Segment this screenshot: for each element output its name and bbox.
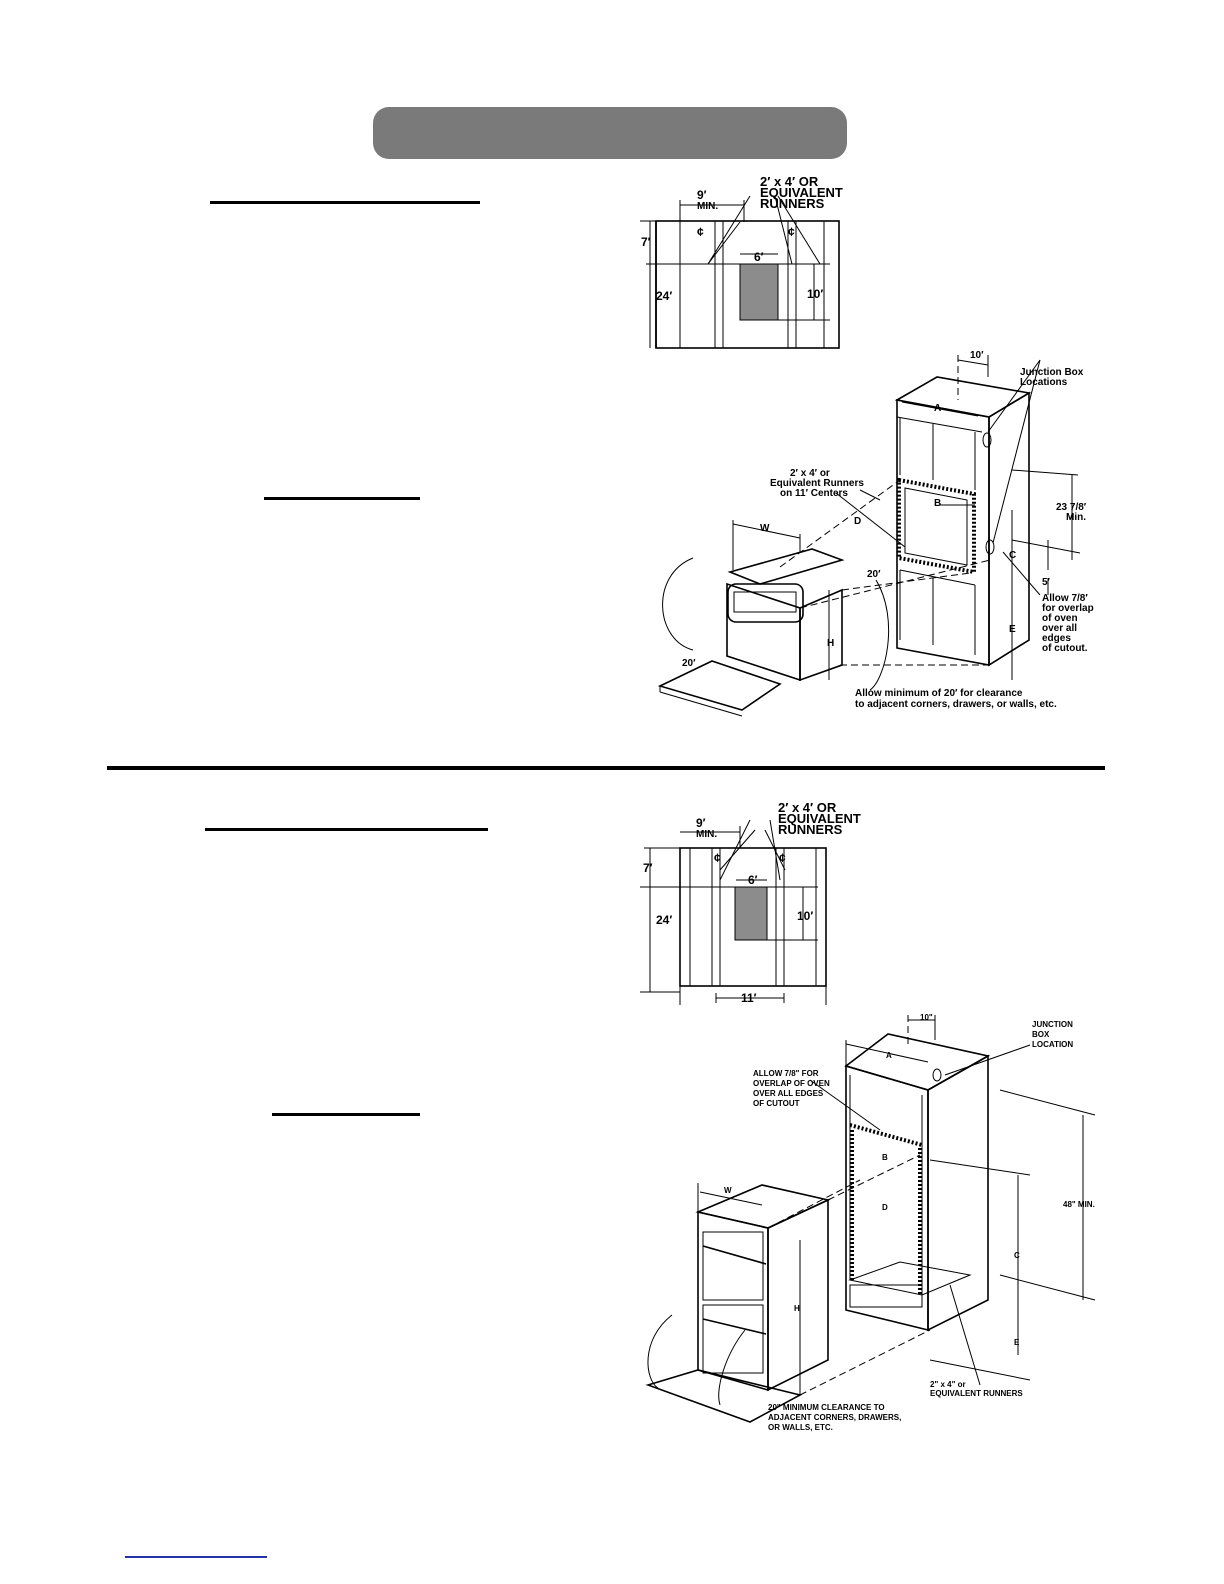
min-23-sub-label: Min. <box>1066 512 1086 523</box>
dim-w-label: W <box>760 523 770 534</box>
cutout-area <box>739 263 779 321</box>
heading-underline-1 <box>210 201 480 204</box>
bottom-dim-h-label: H <box>794 1304 800 1313</box>
overlap-label-line2: for overlap <box>1042 603 1094 614</box>
bottom-iso-view <box>645 1015 1096 1423</box>
runners-label-line1: 2′ x 4′ OR <box>760 174 819 189</box>
bottom-dim-10-label: 10′ <box>797 909 813 923</box>
junction-label-line2: Locations <box>1020 377 1068 388</box>
section-title-banner <box>373 107 847 159</box>
bottom-dim-7-label: 7′ <box>643 861 653 875</box>
min-23-label: 23 7/8′ <box>1056 502 1087 513</box>
centerline-left-label: ¢ <box>697 225 704 239</box>
iso-dim-10-label: 10′ <box>970 350 984 361</box>
bottom-dim-a-label: A <box>886 1051 892 1060</box>
dim-h-label: H <box>827 638 834 649</box>
dim-b-label: B <box>934 498 941 509</box>
bottom-junction-label-line2: BOX <box>1032 1030 1050 1039</box>
heading-underline-3 <box>205 828 488 831</box>
bottom-overlap-label-line1: ALLOW 7/8" FOR <box>753 1069 819 1078</box>
bottom-clearance-label-line2: ADJACENT CORNERS, DRAWERS, <box>768 1413 901 1422</box>
bottom-clearance-label-line1: 20" MINIMUM CLEARANCE TO <box>768 1403 885 1412</box>
overlap-label-line4: over all <box>1042 623 1077 634</box>
overlap-label-line1: Allow 7/8′ <box>1042 593 1088 604</box>
centerline-right-label: ¢ <box>788 225 795 239</box>
bottom-dim-11-label: 11′ <box>741 991 757 1005</box>
bottom-clearance-label-line3: OR WALLS, ETC. <box>768 1423 833 1432</box>
dim-d-label: D <box>854 516 861 527</box>
dim-20-upper-label: 20′ <box>867 569 881 580</box>
overlap-label-line3: of oven <box>1042 613 1078 624</box>
bottom-dim-e-label: E <box>1014 1338 1020 1347</box>
top-plan-view <box>640 195 840 349</box>
bottom-cutout-area <box>734 886 768 941</box>
section-divider <box>107 766 1105 770</box>
bottom-min-9-label: 9′ <box>696 816 706 830</box>
dim-c-label: C <box>1009 550 1016 561</box>
bottom-runners-label-line2: EQUIVALENT <box>778 811 861 826</box>
bottom-iso-dim-10-label: 10" <box>920 1013 933 1022</box>
min-label: MIN. <box>697 201 718 212</box>
bottom-runners-label-line1: 2′ x 4′ OR <box>778 800 837 815</box>
iso-runners-label-line1: 2′ x 4′ or <box>790 468 830 479</box>
bottom-dim-w-label: W <box>724 1186 732 1195</box>
bottom-runners-label-line3: RUNNERS <box>778 822 843 837</box>
dim-24-label: 24′ <box>656 289 672 303</box>
overlap-label-line6: of cutout. <box>1042 643 1088 654</box>
dim-a-label: A <box>934 403 941 414</box>
bottom-min-48-label: 48" MIN. <box>1063 1200 1095 1209</box>
bottom-centerline-right-label: ¢ <box>779 851 786 865</box>
heading-underline-2 <box>264 497 420 500</box>
bottom-overlap-label-line4: OF CUTOUT <box>753 1099 800 1108</box>
min-9-label: 9′ <box>697 188 707 202</box>
bottom-junction-label-line3: LOCATION <box>1032 1040 1073 1049</box>
bottom-dim-b-label: B <box>882 1153 888 1162</box>
runners-label-line3: RUNNERS <box>760 196 825 211</box>
iso-runners-label-line3: on 11′ Centers <box>780 488 848 499</box>
junction-label-line1: Junction Box <box>1020 367 1084 378</box>
bottom-runners-iso-label-line1: 2" x 4" or <box>930 1380 966 1389</box>
bottom-junction-label-line1: JUNCTION <box>1032 1020 1073 1029</box>
bottom-centerline-left-label: ¢ <box>714 851 721 865</box>
dim-5-label: 5′ <box>1042 577 1051 588</box>
dim-10-label: 10′ <box>807 287 823 301</box>
bottom-dim-6-label: 6′ <box>748 873 758 887</box>
iso-runners-label-line2: Equivalent Runners <box>770 478 864 489</box>
bottom-min-label: MIN. <box>696 829 717 840</box>
runners-label-line2: EQUIVALENT <box>760 185 843 200</box>
dim-7-label: 7′ <box>641 235 651 249</box>
heading-underline-4 <box>272 1113 420 1116</box>
dim-6-label: 6′ <box>754 250 764 264</box>
bottom-runners-iso-label-line2: EQUIVALENT RUNNERS <box>930 1389 1023 1398</box>
clearance-label-line1: Allow minimum of 20′ for clearance <box>855 688 1023 699</box>
dim-20-lower-label: 20′ <box>682 658 696 669</box>
bottom-overlap-label-line3: OVER ALL EDGES <box>753 1089 824 1098</box>
bottom-overlap-label-line2: OVERLAP OF OVEN <box>753 1079 830 1088</box>
bottom-dim-24-label: 24′ <box>656 913 672 927</box>
footer-link-underline <box>125 1556 267 1558</box>
clearance-label-line2: to adjacent corners, drawers, or walls, … <box>855 699 1057 710</box>
bottom-plan-view <box>640 819 827 1005</box>
bottom-dim-c-label: C <box>1014 1251 1020 1260</box>
bottom-dim-d-label: D <box>882 1203 888 1212</box>
dim-e-label: E <box>1009 624 1016 635</box>
overlap-label-line5: edges <box>1042 633 1071 644</box>
top-iso-view <box>657 355 1081 717</box>
